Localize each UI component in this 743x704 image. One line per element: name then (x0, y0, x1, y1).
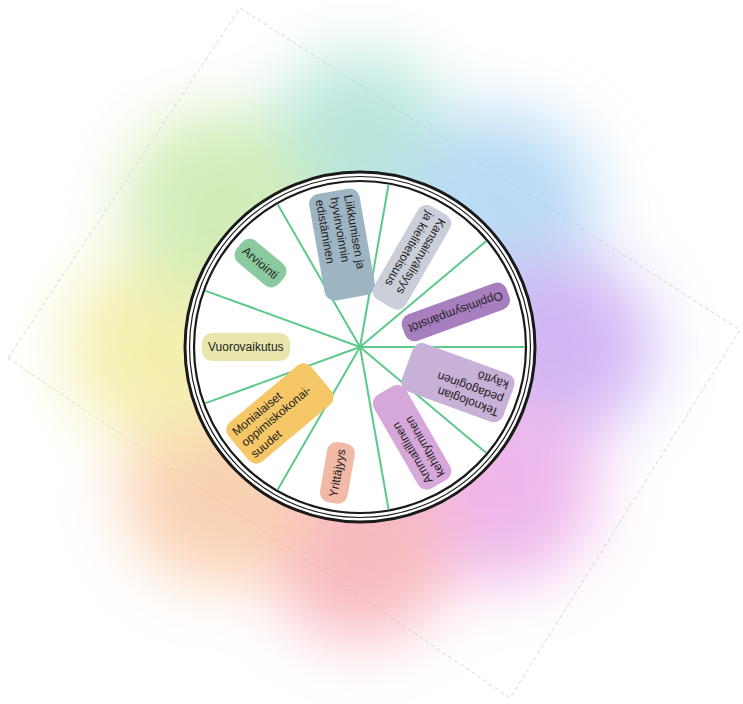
inner-ring (194, 181, 526, 513)
topic-label: Arviointi (239, 244, 281, 282)
middle-ring (190, 177, 531, 518)
sector-dividers (205, 185, 525, 510)
topic-box: Monialaiset oppimiskokonai- suudet (223, 360, 339, 469)
outer-ring (185, 172, 535, 522)
paper-sheet (8, 8, 740, 698)
topic-box: Vuorovaikutus (202, 333, 290, 361)
topic-box: Arviointi (230, 235, 290, 292)
sector-line (360, 346, 525, 348)
sector-line (360, 347, 389, 510)
topic-label: Vuorovaikutus (208, 340, 284, 354)
topic-box: Kansainvälisyys ja kielitietoisuus (369, 201, 455, 313)
topic-box: Oppimisympäristöt (399, 280, 513, 344)
topic-box: Yrittäjyys (319, 440, 357, 505)
topic-label: Teknologian pedagoginen käyttö (405, 346, 510, 419)
topic-label: Liikkumisen ja hyvinvoinnin edistäminen (312, 194, 371, 296)
topic-label: Monialaiset oppimiskokonai- suudet (230, 366, 331, 461)
watercolor-wash (67, 55, 653, 640)
topic-box: Liikkumisen ja hyvinvoinnin edistäminen (307, 187, 376, 302)
topic-label: Kansainvälisyys ja kielitietoisuus (376, 208, 449, 306)
topic-label: Oppimisympäristöt (407, 288, 505, 336)
topic-label: Ammatillinen kehittyminen (376, 388, 449, 486)
topic-label: Yrittäjyys (327, 447, 350, 497)
